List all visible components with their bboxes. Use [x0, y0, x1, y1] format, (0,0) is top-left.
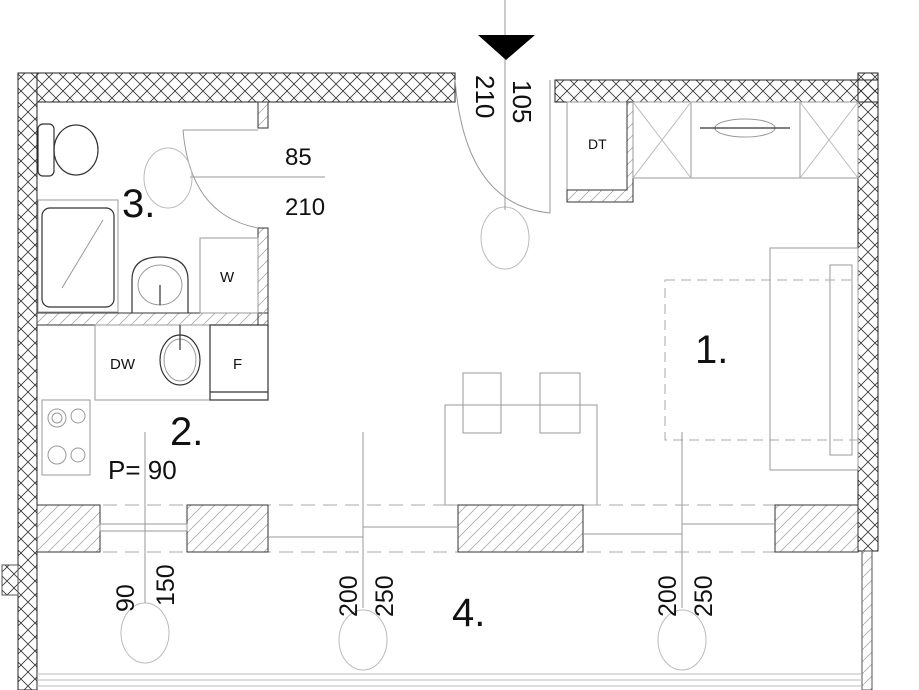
bathroom-door-width: 85 — [285, 144, 312, 171]
entrance-door-width: 105 — [507, 80, 537, 123]
ceiling-lights — [120, 147, 707, 671]
shower — [37, 199, 119, 313]
window-3-sill: 200 — [654, 575, 682, 617]
room-label-1: 1. — [695, 328, 728, 372]
balcony-railing — [37, 673, 862, 687]
wardrobe — [632, 101, 859, 179]
bathroom-door: 85 210 — [182, 129, 325, 229]
rug — [664, 279, 859, 441]
exterior-walls — [1, 72, 879, 690]
room-label-4: 4. — [452, 591, 485, 635]
room-label-2: 2. — [170, 410, 203, 454]
washer-label: W — [220, 269, 235, 286]
window-1-height: 150 — [152, 564, 180, 606]
dining-table — [444, 372, 598, 506]
window-dimension-lines — [144, 432, 683, 608]
toilet — [37, 123, 99, 177]
sofa — [769, 247, 859, 471]
bathroom-sink — [131, 256, 189, 313]
kitchen-parapet-label: P= 90 — [108, 455, 177, 485]
window-3-height: 250 — [690, 575, 718, 617]
entrance-door: 210 105 — [454, 0, 551, 214]
window-band — [36, 504, 859, 553]
entrance-door-height: 210 — [470, 75, 500, 118]
window-1-sill: 90 — [112, 584, 140, 612]
room-label-3: 3. — [122, 182, 155, 226]
window-2-sill: 200 — [335, 575, 363, 617]
cooktop — [41, 399, 91, 476]
fridge-label: F — [233, 356, 242, 373]
dryer-unit — [566, 101, 634, 203]
dryer-label: DT — [588, 136, 607, 152]
washer-box — [199, 237, 259, 314]
kitchen-counter — [94, 324, 269, 401]
dishwasher-label: DW — [110, 356, 136, 373]
entrance-arrow-icon — [478, 35, 535, 60]
bathroom-door-height: 210 — [285, 194, 325, 221]
window-2-height: 250 — [371, 575, 399, 617]
